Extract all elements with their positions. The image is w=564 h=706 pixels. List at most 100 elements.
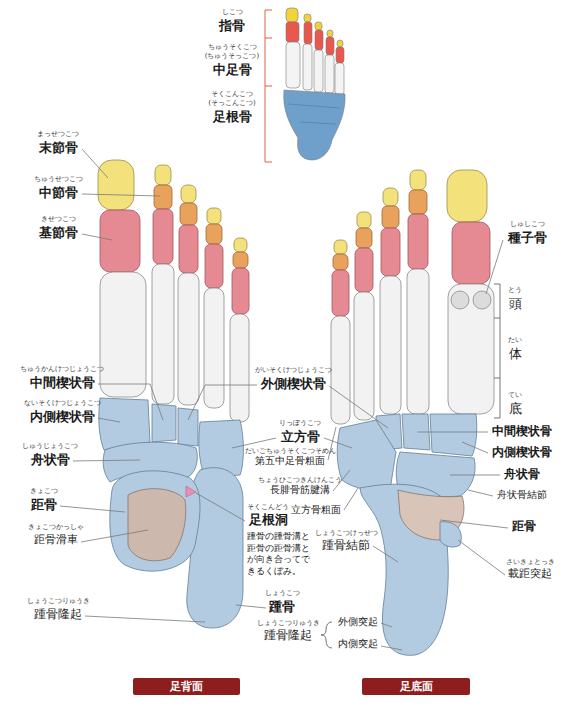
leader-line [324,438,352,448]
part-label: 踵骨隆起 [264,629,312,642]
sesamoid-bone [473,291,491,309]
furigana-reading: ちゅうかんけつじょうこつ [20,366,104,373]
distal-phalanx [410,170,426,190]
bone-name: 内側楔状骨 [492,446,552,459]
metatarsal [230,314,249,422]
proximal-phalanx [408,214,428,269]
furigana-reading: てい [508,392,522,399]
furigana-reading: きょこつかっしゃ [28,524,84,531]
furigana-reading: さいきょとっき [506,559,555,566]
bone-name: 距骨 [512,520,536,533]
view-title-bar: 足背面 [133,678,240,695]
part-label: 長腓骨筋腱溝 [270,485,330,496]
leader-line [196,493,245,521]
metatarsal-region-bracket [494,284,500,418]
metatarsal [178,273,199,405]
leader-line [468,490,493,496]
overview-bracket [265,10,272,162]
toe-tip [327,30,333,37]
plantar-foot [331,170,494,655]
bone-name: 基節骨 [39,226,78,240]
medial-cuneiform [430,414,477,456]
bone-name: 踵骨 [269,600,295,614]
part-label: 踵骨隆起 [34,608,82,621]
furigana-reading: そくこんこつ [211,91,253,98]
distal-phalanx [447,170,487,222]
furigana-reading: がいそくけつじょうこつ [255,367,332,374]
region-label: 底 [509,402,522,416]
proximal-phalanx [232,268,249,314]
view-title: 足背面 [170,681,203,692]
leader-line [98,384,163,420]
proximal-phalanx [452,222,490,284]
group-name: 足根骨 [213,110,252,124]
talar-trochlea [128,489,186,561]
leader-line [462,442,488,453]
furigana-reading: ちゅうそくこつ [208,44,257,51]
leader-line [82,194,160,196]
leader-line [329,386,388,428]
region-label: 体 [509,347,522,361]
metatarsal [335,63,344,95]
toe-phalanx [336,47,344,63]
furigana-reading: だいごちゅうそくこつそめん [245,448,336,455]
middle-phalanx [356,228,372,248]
proximal-phalanx [355,248,373,292]
metatarsal [354,292,374,420]
leader-line [85,616,205,622]
toe-phalanx [304,22,312,44]
sustentaculum-tali [440,522,461,547]
toe-tip [315,22,322,30]
distal-phalanx [181,185,196,203]
leader-line [458,540,505,575]
toe-phalanx [315,30,323,50]
middle-phalanx [333,254,348,270]
leader-line [373,546,398,562]
proximal-phalanx [381,228,400,276]
leader-line [82,149,108,178]
proximal-phalanx [100,210,140,272]
view-title-bar: 足底面 [362,678,470,695]
part-label: 載距突起 [508,568,552,580]
metatarsal [331,316,350,424]
toe-phalanx [326,37,334,55]
tarsal-division [288,104,340,124]
furigana-reading: きょこつ [30,488,58,495]
proximal-phalanx [332,270,349,316]
part-label: 舟状骨結節 [497,490,547,501]
distal-phalanx [334,240,347,254]
furigana-reading: (ちゅうそっこつ) [205,53,259,60]
leader-line [81,530,148,542]
metatarsal [407,269,429,414]
furigana-reading: たい [508,337,522,344]
metatarsal [303,44,312,90]
furigana-reading: しこつ [222,9,243,16]
leader-line [328,427,336,460]
distal-phalanx [155,165,171,185]
leader-line [60,506,125,512]
distal-phalanx [207,208,221,224]
metatarsal [286,42,300,88]
metatarsal [204,288,224,408]
talus [110,471,200,571]
part-label: 距骨滑車 [34,534,78,546]
leader-line [188,385,257,420]
furigana-reading: きせつこつ [41,216,76,223]
sesamoid-bone [451,291,469,309]
furigana-reading: ちょうひこつきんけんこう [258,477,342,484]
leader-line [232,438,276,448]
dorsal-foot [98,160,249,628]
furigana-reading: (そっこんこつ) [208,100,255,107]
view-title: 足底面 [400,681,433,692]
group-name: 中足骨 [213,63,252,77]
furigana-reading: しゅしこつ [510,221,545,228]
toe-tip [337,40,343,47]
toe-tip [286,8,298,22]
furigana-reading: しゅうじょうこつ [22,443,78,450]
leader-line [73,460,140,461]
bone-name: 距骨 [31,498,57,512]
furigana-reading: しょうこつ [265,590,300,597]
bone-name: 中間楔状骨 [492,425,552,438]
proximal-phalanx [205,244,223,288]
